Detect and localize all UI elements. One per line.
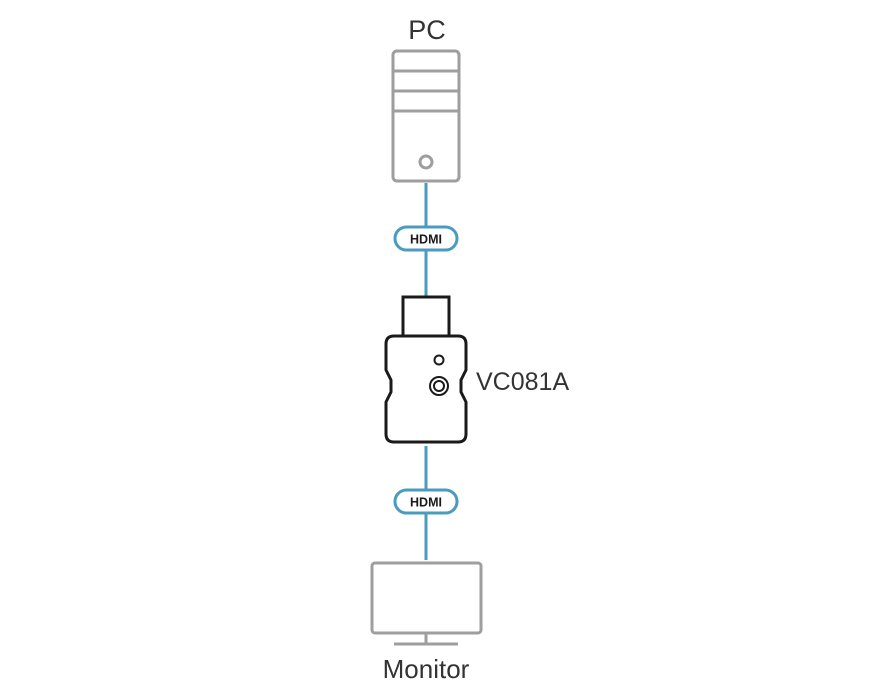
hdmi-badge-1-label: HDMI (410, 233, 442, 247)
adapter-label: VC081A (476, 368, 569, 396)
pc-label: PC (408, 15, 446, 45)
led-indicator (433, 354, 445, 366)
monitor-icon (370, 561, 483, 646)
hdmi-badge-2: HDMI (393, 488, 459, 515)
hdmi-badge-2-label: HDMI (410, 496, 442, 510)
hdmi-badge-1: HDMI (393, 225, 459, 252)
hdmi-adapter-icon (384, 295, 468, 444)
monitor-label: Monitor (383, 654, 470, 684)
pc-tower-icon (391, 49, 461, 183)
